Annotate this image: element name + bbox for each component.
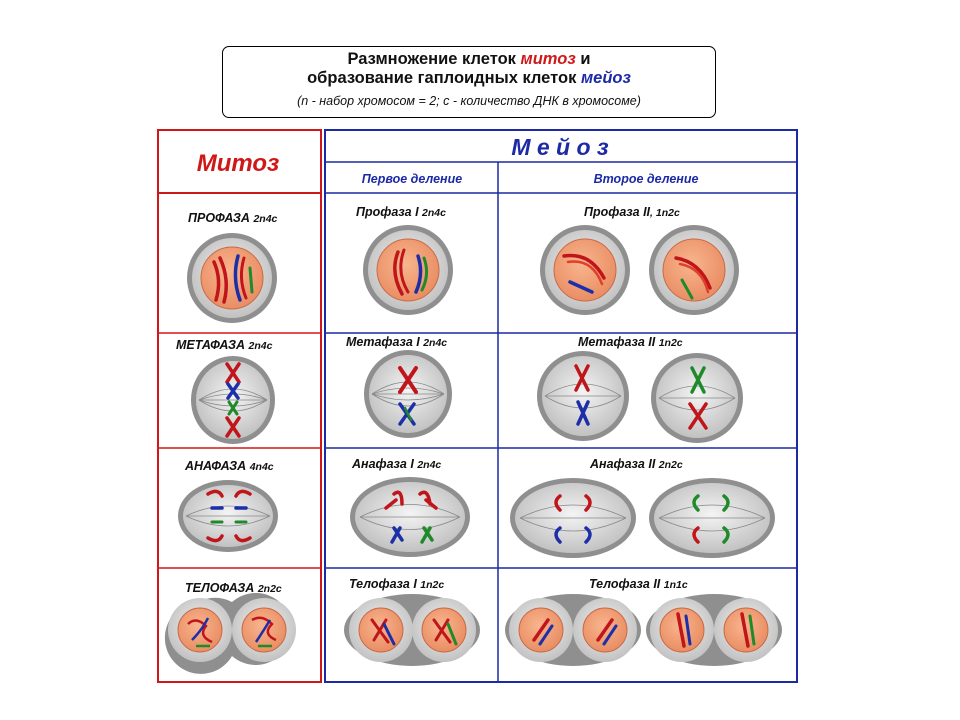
cell-meiosis2-anaphase-left: [510, 478, 636, 558]
first-division-header: Первое деление: [362, 172, 462, 186]
second-division-header: Второе деление: [594, 172, 699, 186]
cell-mitosis-telophase: [164, 593, 296, 674]
meiosis1-anaphase-label: Анафаза I 2n4c: [351, 457, 441, 471]
cell-meiosis2-telophase-left: [505, 594, 641, 666]
cell-meiosis1-metaphase: [364, 350, 452, 438]
meiosis2-anaphase-label: Анафаза II 2n2c: [589, 457, 683, 471]
cell-meiosis2-prophase-right: [649, 225, 739, 315]
cell-meiosis1-anaphase: [350, 477, 470, 557]
title-line-2: образование гаплоидных клеток мейоз: [307, 69, 631, 87]
cell-mitosis-prophase: [187, 233, 277, 323]
cell-meiosis2-telophase-right: [646, 594, 782, 666]
cell-mitosis-metaphase: [191, 356, 275, 444]
cell-meiosis1-telophase: [344, 594, 480, 666]
cell-meiosis2-metaphase-left: [537, 351, 629, 441]
mitosis-header: Митоз: [197, 150, 280, 177]
meiosis1-metaphase-label: Метафаза I 2n4c: [346, 335, 447, 349]
meiosis-word: мейоз: [580, 69, 631, 87]
cell-meiosis2-prophase-left: [540, 225, 630, 315]
cell-meiosis1-prophase: [363, 225, 453, 315]
meiosis1-prophase-label: Профаза I 2n4c: [356, 205, 446, 219]
mitosis-metaphase-label: МЕТАФАЗА 2n4c: [176, 338, 273, 352]
mitosis-prophase-label: ПРОФАЗА 2n4c: [188, 211, 278, 225]
meiosis2-telophase-label: Телофаза II 1n1c: [589, 577, 688, 591]
mitosis-frame: [157, 129, 322, 683]
cell-meiosis2-metaphase-right: [651, 353, 743, 443]
mitosis-anaphase-label: АНАФАЗА 4n4c: [184, 459, 274, 473]
mitosis-word: митоз: [520, 50, 576, 68]
cell-mitosis-anaphase: [178, 480, 278, 552]
title-box: Размножение клеток митоз и образование г…: [222, 46, 716, 118]
meiosis2-prophase-label: Профаза II, 1n2c: [584, 205, 680, 219]
meiosis-header: М е й о з: [511, 134, 609, 160]
title-note: (n - набор хромосом = 2; c - количество …: [297, 94, 641, 108]
meiosis1-telophase-label: Телофаза I 1n2c: [349, 577, 444, 591]
mitosis-telophase-label: ТЕЛОФАЗА 2n2c: [185, 581, 282, 595]
meiosis-frame: [324, 129, 798, 683]
meiosis2-metaphase-label: Метафаза II 1n2c: [578, 335, 683, 349]
title-line-1: Размножение клеток митоз и: [347, 50, 591, 68]
cell-meiosis2-anaphase-right: [649, 478, 775, 558]
